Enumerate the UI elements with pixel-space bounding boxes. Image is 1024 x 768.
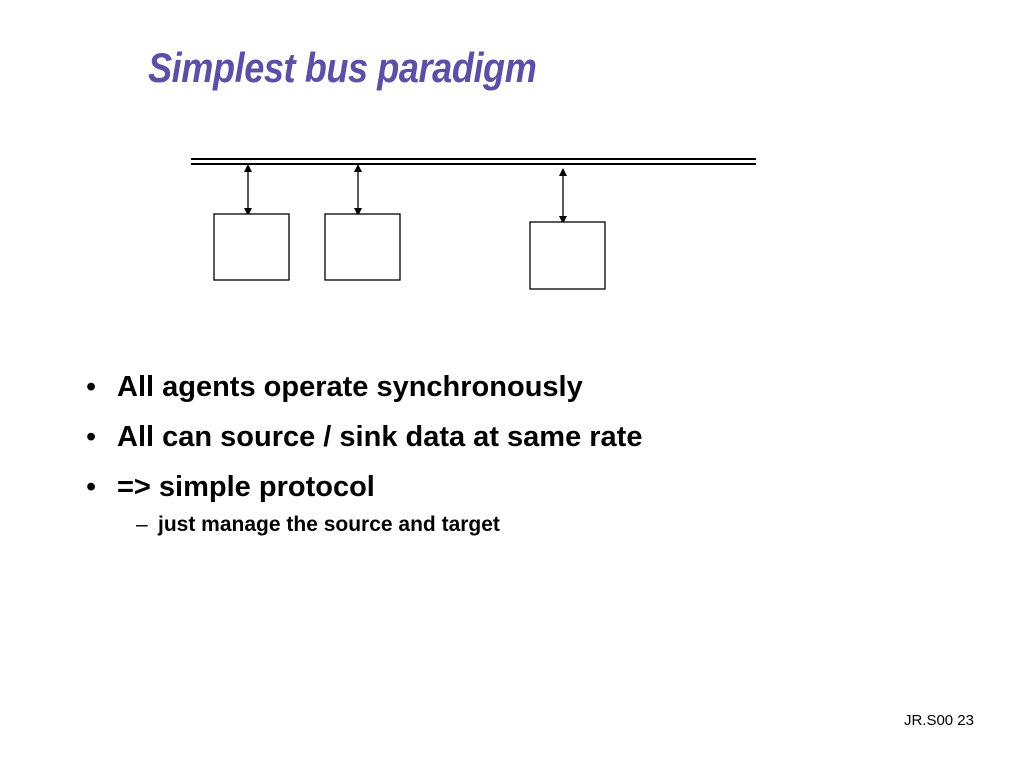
bullet-text: All agents operate synchronously xyxy=(117,371,583,403)
agent-box-1 xyxy=(213,213,290,281)
bus-line xyxy=(191,158,756,165)
bullet-item: • All can source / sink data at same rat… xyxy=(86,420,642,454)
bullet-item: • => simple protocol xyxy=(86,470,642,504)
sub-bullet-marker: – xyxy=(136,513,148,536)
bullet-marker: • xyxy=(86,421,97,453)
sub-bullet-item: – just manage the source and target xyxy=(136,512,642,538)
bullet-marker: • xyxy=(86,471,97,503)
agent-box-2 xyxy=(324,213,401,281)
bullet-text: All can source / sink data at same rate xyxy=(117,421,643,453)
bullet-marker: • xyxy=(86,371,97,403)
sub-bullet-text: just manage the source and target xyxy=(158,513,500,536)
slide-title: Simplest bus paradigm xyxy=(148,44,537,91)
agent-box-3 xyxy=(529,221,606,290)
bullet-item: • All agents operate synchronously xyxy=(86,370,642,404)
slide-footer: JR.S00 23 xyxy=(903,712,974,729)
bullet-list: • All agents operate synchronously • All… xyxy=(86,370,642,538)
bullet-text: => simple protocol xyxy=(117,471,375,503)
